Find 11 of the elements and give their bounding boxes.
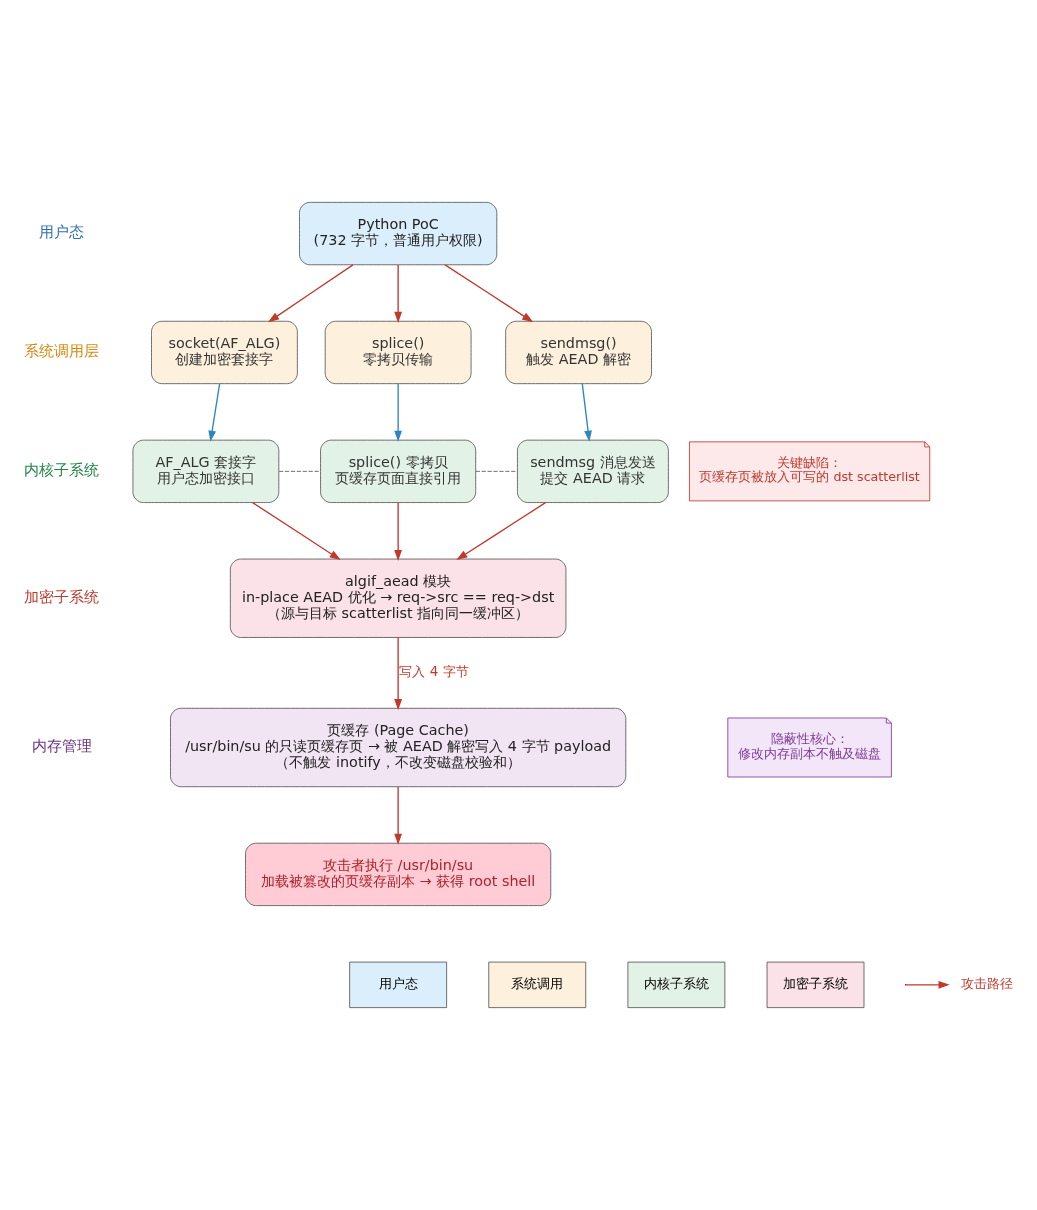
legend-label: 用户态 (378, 975, 418, 992)
legend-label: 加密子系统 (783, 975, 849, 992)
label: 用户态 (39, 223, 85, 242)
label: 内存管理 (31, 737, 92, 756)
legend-label: 攻击路径 (960, 975, 1013, 992)
legend-label: 内核子系统 (643, 975, 709, 992)
legend-label: 系统调用 (511, 975, 564, 992)
label: 内核子系统 (24, 461, 100, 480)
label: 加密子系统 (24, 587, 100, 606)
edge-label: 写入 4 字节 (399, 663, 469, 680)
label: 系统调用层 (24, 342, 100, 361)
